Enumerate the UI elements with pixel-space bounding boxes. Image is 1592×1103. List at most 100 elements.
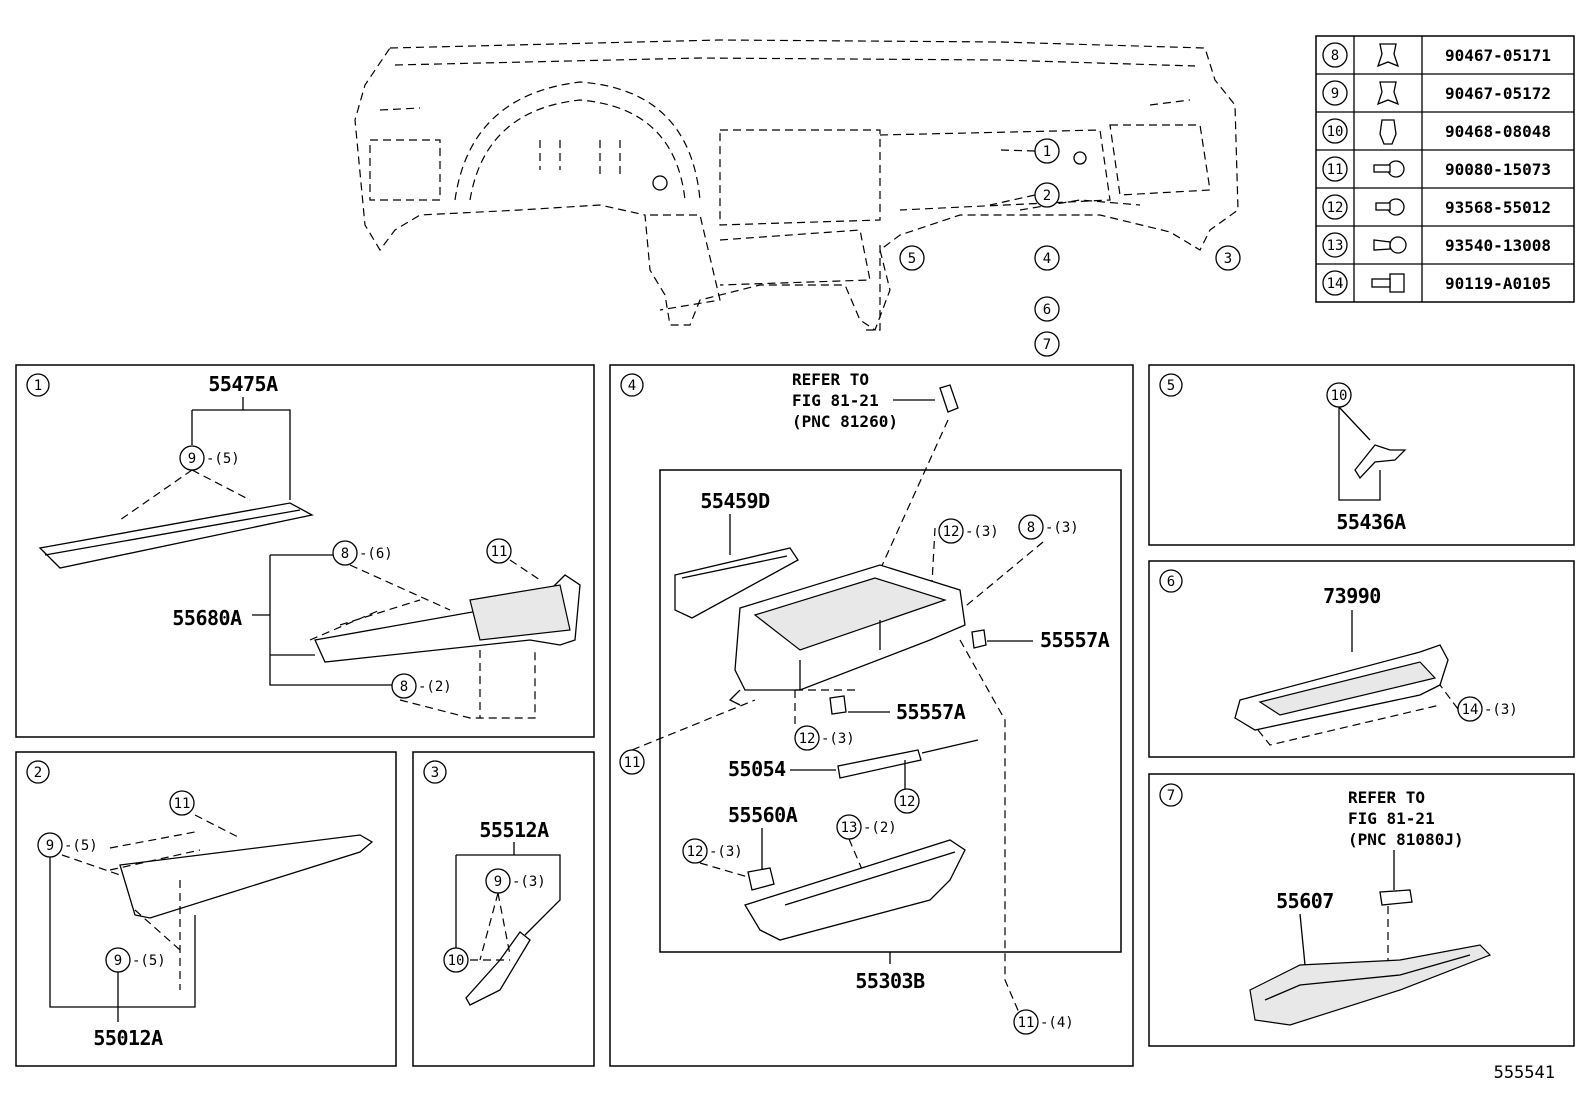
svg-text:12: 12 bbox=[799, 731, 816, 747]
svg-text:9: 9 bbox=[1331, 86, 1339, 102]
svg-text:7: 7 bbox=[1167, 788, 1175, 804]
svg-text:6: 6 bbox=[1043, 302, 1051, 318]
table-row: 11 90080-15073 bbox=[1322, 156, 1551, 182]
fastener-table: 8 90467-05171 9 90467-05172 10 90468-080… bbox=[1315, 35, 1575, 303]
figure-id: 555541 bbox=[1494, 1063, 1555, 1083]
svg-text:14: 14 bbox=[1462, 702, 1479, 718]
storage-box bbox=[674, 547, 799, 619]
svg-text:-(3): -(3) bbox=[709, 844, 743, 860]
svg-text:4: 4 bbox=[628, 378, 636, 394]
svg-text:-(3): -(3) bbox=[512, 874, 546, 890]
table-row: 12 93568-55012 bbox=[1322, 194, 1551, 220]
svg-text:90467-05172: 90467-05172 bbox=[1445, 84, 1551, 103]
panel-7: 7 REFER TO FIG 81-21 (PNC 81080J) 55607 bbox=[1148, 773, 1575, 1047]
svg-text:REFER TO: REFER TO bbox=[792, 370, 869, 389]
part-number: 55680A bbox=[172, 606, 242, 630]
under-cover bbox=[1249, 944, 1492, 1026]
part-number: 55560A bbox=[728, 803, 798, 827]
svg-text:8: 8 bbox=[1027, 520, 1035, 536]
bracket-part bbox=[1354, 444, 1407, 480]
svg-text:-(3): -(3) bbox=[1045, 520, 1079, 536]
svg-text:11: 11 bbox=[1327, 162, 1344, 178]
part-number: 55557A bbox=[1040, 628, 1110, 652]
panel-2: 2 11 9 -(5) 9 -(5) 55012A bbox=[15, 751, 397, 1067]
switch-connector bbox=[939, 384, 959, 413]
svg-text:90468-08048: 90468-08048 bbox=[1445, 122, 1551, 141]
svg-text:10: 10 bbox=[1327, 124, 1344, 140]
svg-text:90119-A0105: 90119-A0105 bbox=[1445, 274, 1551, 293]
svg-text:14: 14 bbox=[1327, 276, 1344, 292]
svg-text:13: 13 bbox=[841, 820, 858, 836]
clip-icon bbox=[1376, 81, 1400, 106]
panel-5: 5 10 55436A bbox=[1148, 364, 1575, 546]
svg-text:9: 9 bbox=[114, 953, 122, 969]
svg-text:-(3): -(3) bbox=[1484, 702, 1518, 718]
part-number: 73990 bbox=[1323, 584, 1381, 608]
table-row: 13 93540-13008 bbox=[1322, 232, 1551, 258]
svg-text:-(2): -(2) bbox=[418, 679, 452, 695]
svg-text:11: 11 bbox=[491, 544, 508, 560]
part-number: 55303B bbox=[855, 969, 925, 993]
svg-text:5: 5 bbox=[908, 251, 916, 267]
overview-callout-6: 6 bbox=[1034, 296, 1060, 322]
svg-text:1: 1 bbox=[1043, 144, 1051, 160]
glove-box-door bbox=[744, 839, 966, 941]
svg-text:12: 12 bbox=[1327, 200, 1344, 216]
screw-icon bbox=[1373, 236, 1407, 254]
overview-callout-2: 2 bbox=[1034, 182, 1060, 208]
svg-text:12: 12 bbox=[943, 524, 960, 540]
damper-icon bbox=[971, 629, 987, 649]
svg-text:3: 3 bbox=[1224, 251, 1232, 267]
svg-text:90467-05171: 90467-05171 bbox=[1445, 46, 1551, 65]
overview-callout-1: 1 bbox=[1034, 138, 1060, 164]
table-row: 10 90468-08048 bbox=[1322, 118, 1551, 145]
clip-icon bbox=[1379, 119, 1397, 145]
svg-text:(PNC 81260): (PNC 81260) bbox=[792, 412, 898, 431]
table-row: 8 90467-05171 bbox=[1322, 42, 1551, 68]
overview-callout-7: 7 bbox=[1034, 331, 1060, 357]
overview-callout-4: 4 bbox=[1034, 245, 1060, 271]
panel-6: 6 73990 14 -(3) bbox=[1148, 560, 1575, 758]
bolt-icon bbox=[1371, 273, 1405, 293]
part-number: 55436A bbox=[1336, 510, 1406, 534]
svg-text:-(5): -(5) bbox=[64, 838, 98, 854]
svg-text:(PNC 81080J): (PNC 81080J) bbox=[1348, 830, 1464, 849]
svg-text:FIG 81-21: FIG 81-21 bbox=[1348, 809, 1435, 828]
table-row: 9 90467-05172 bbox=[1322, 80, 1551, 106]
svg-text:-(4): -(4) bbox=[1040, 1015, 1074, 1031]
screw-icon bbox=[1373, 160, 1405, 178]
table-row: 14 90119-A0105 bbox=[1322, 270, 1551, 296]
svg-text:5: 5 bbox=[1167, 378, 1175, 394]
svg-text:-(6): -(6) bbox=[359, 546, 393, 562]
svg-text:4: 4 bbox=[1043, 251, 1051, 267]
part-number: 55459D bbox=[700, 489, 770, 513]
connector-part bbox=[1379, 889, 1413, 906]
svg-text:-(3): -(3) bbox=[965, 524, 999, 540]
panel-4: 4 REFER TO FIG 81-21 (PNC 81260) 55459D … bbox=[609, 364, 1134, 1067]
garnish-strip bbox=[38, 502, 314, 569]
svg-text:12: 12 bbox=[687, 844, 704, 860]
overview-callout-3: 3 bbox=[1215, 245, 1241, 271]
svg-text:6: 6 bbox=[1167, 574, 1175, 590]
svg-text:-(5): -(5) bbox=[206, 451, 240, 467]
svg-text:12: 12 bbox=[899, 794, 916, 810]
svg-text:13: 13 bbox=[1327, 238, 1344, 254]
clip-icon bbox=[1376, 43, 1400, 68]
svg-text:3: 3 bbox=[431, 765, 439, 781]
lock-striker bbox=[747, 867, 775, 891]
svg-text:11: 11 bbox=[624, 755, 641, 771]
part-number: 55607 bbox=[1276, 889, 1334, 913]
part-number: 55012A bbox=[93, 1026, 163, 1050]
screw-icon bbox=[1375, 198, 1405, 216]
part-number: 55054 bbox=[728, 757, 786, 781]
svg-text:8: 8 bbox=[400, 679, 408, 695]
svg-text:8: 8 bbox=[341, 546, 349, 562]
svg-text:REFER TO: REFER TO bbox=[1348, 788, 1425, 807]
svg-text:2: 2 bbox=[1043, 188, 1051, 204]
svg-text:10: 10 bbox=[448, 953, 465, 969]
svg-text:9: 9 bbox=[494, 874, 502, 890]
damper-rod bbox=[837, 749, 922, 779]
svg-text:11: 11 bbox=[1018, 1015, 1035, 1031]
svg-text:93540-13008: 93540-13008 bbox=[1445, 236, 1551, 255]
